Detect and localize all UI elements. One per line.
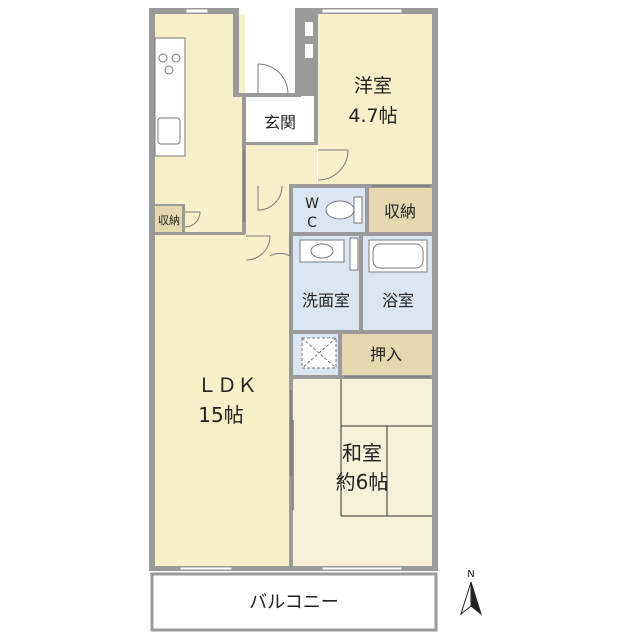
kitchen-counter [154, 37, 186, 157]
ldk-storage-label: 収納 [158, 214, 180, 227]
bathtub-fixture [368, 239, 428, 273]
windows [179, 8, 403, 571]
closet-floor [341, 332, 432, 376]
ldk-size: 15帖 [198, 403, 243, 427]
pipe-space-2 [305, 44, 313, 58]
entrance-label: 玄関 [264, 113, 296, 132]
japanese-room-floor [293, 378, 432, 566]
washroom-label: 洗面室 [302, 291, 350, 310]
washroom-shelf [349, 237, 359, 271]
balcony-area [150, 572, 438, 632]
door-swings [184, 63, 349, 261]
western-storage-label: 収納 [384, 202, 416, 221]
balcony-label: バルコニー [249, 592, 339, 613]
washbasin-fixture [299, 239, 345, 263]
ldk-floor-right [245, 186, 290, 566]
japanese-room-size: 約6帖 [336, 470, 389, 494]
tatami-pattern [340, 378, 432, 517]
sliding-doors [243, 150, 430, 510]
bathroom-label: 浴室 [382, 291, 414, 310]
japanese-room-name: 和室 [342, 441, 382, 465]
north-arrow-icon [460, 581, 482, 616]
wc-label-line2: C [307, 215, 317, 231]
laundry-pan [301, 337, 337, 369]
western-room-floor [318, 14, 432, 184]
entrance-floor [245, 96, 317, 142]
western-room-name: 洋室 [354, 75, 392, 97]
pipe-space [305, 22, 313, 36]
ldk-name: ＬＤＫ [197, 373, 257, 397]
compass-label: N [467, 569, 474, 580]
wc-label-line1: W [305, 196, 319, 212]
closet-label: 押入 [370, 345, 402, 364]
western-storage-floor [369, 188, 432, 232]
western-room-size: 4.7帖 [348, 105, 397, 127]
ldk-storage-floor [155, 205, 183, 235]
toilet-fixture [325, 196, 363, 224]
